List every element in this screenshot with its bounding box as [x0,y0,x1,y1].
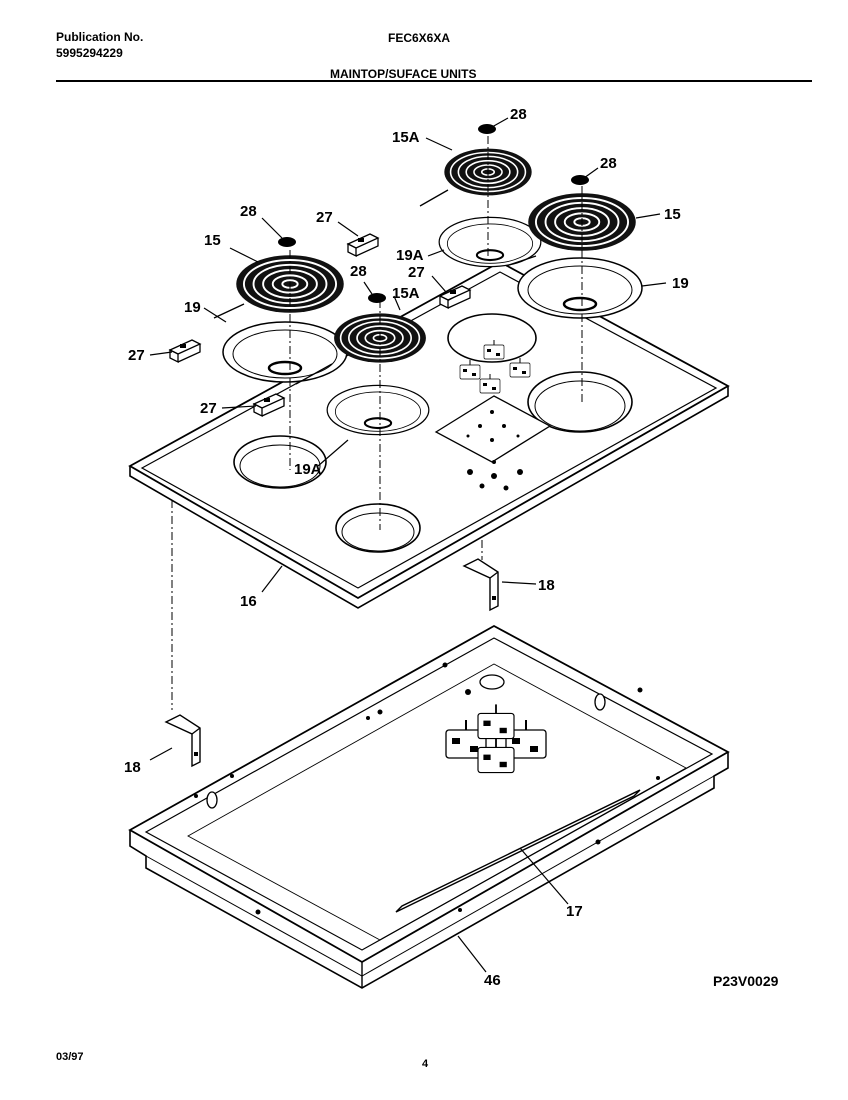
callout-19-right: 19 [672,275,689,292]
callout-16: 16 [240,593,257,610]
publication-label: Publication No. [56,30,144,44]
drip-bowl-19-left [221,320,349,384]
cooktop-box-46 [128,624,730,989]
drawing-code: P23V0029 [713,973,779,989]
callout-17: 17 [566,903,583,920]
model-number: FEC6X6XA [388,31,451,45]
callout-15-right: 15 [664,206,681,223]
callout-18-lower: 18 [124,759,141,776]
drip-bowl-19a-bottom [326,384,430,436]
callout-27-left: 27 [128,347,145,364]
callout-19a-bottom: 19A [294,461,322,478]
callout-15a-mid: 15A [392,285,420,302]
callout-18-upper: 18 [538,577,555,594]
bracket-18-lower [165,714,201,767]
leader-lines [149,117,667,973]
callout-19a-top: 19A [396,247,424,264]
callout-27-mid: 27 [408,264,425,281]
publication-number: 5995294229 [56,46,123,60]
maintop-16 [128,260,730,609]
callout-27-top: 27 [316,209,333,226]
callout-46: 46 [484,972,501,989]
callout-28-right: 28 [600,155,617,172]
callout-28-top: 28 [510,106,527,123]
receptacle-27-a [347,233,379,257]
callout-15a-top: 15A [392,129,420,146]
callout-28-left: 28 [240,203,257,220]
trim-caps-28 [278,124,589,303]
callout-15-left: 15 [204,232,221,249]
callout-28-mid: 28 [350,263,367,280]
drip-bowl-19-right [516,256,644,320]
section-title: MAINTOP/SUFACE UNITS [330,67,477,81]
page-number: 4 [422,1058,429,1070]
receptacle-27-c [169,339,201,363]
bracket-18-upper [463,558,499,611]
header-rule [56,80,812,82]
callout-27-lower: 27 [200,400,217,417]
revision-date: 03/97 [56,1051,84,1063]
callout-19-left: 19 [184,299,201,316]
